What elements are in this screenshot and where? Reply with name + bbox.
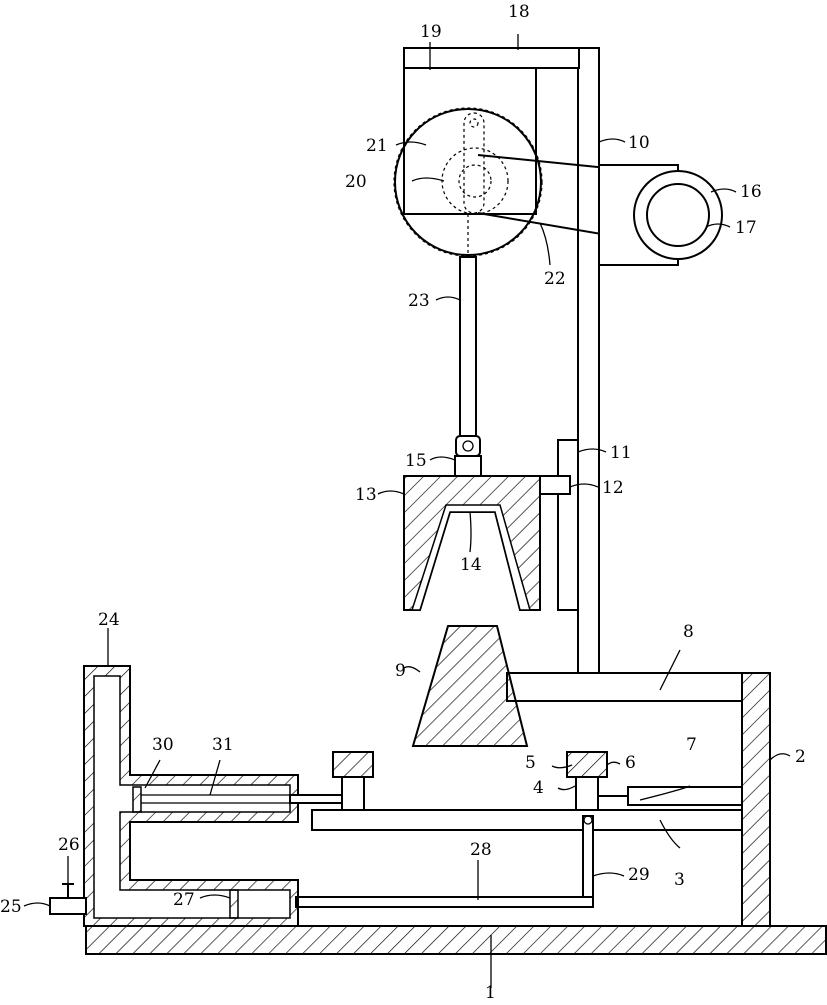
label-14: 14 bbox=[460, 555, 482, 575]
leader-lines bbox=[23, 34, 791, 988]
rod-end bbox=[455, 435, 481, 457]
label-12: 12 bbox=[602, 478, 624, 498]
label-28: 28 bbox=[470, 840, 492, 860]
base-plate bbox=[85, 925, 827, 955]
vertical-link bbox=[582, 815, 594, 907]
top-table bbox=[506, 672, 743, 702]
label-19: 19 bbox=[420, 22, 442, 42]
rod-connector bbox=[454, 455, 482, 477]
label-15: 15 bbox=[405, 451, 427, 471]
horizontal-link bbox=[295, 896, 594, 908]
connecting-rod bbox=[459, 256, 477, 446]
l-shaped-channel bbox=[93, 675, 291, 919]
label-10: 10 bbox=[628, 133, 650, 153]
lower-piston-head bbox=[229, 889, 239, 919]
label-22: 22 bbox=[544, 269, 566, 289]
label-20: 20 bbox=[345, 172, 367, 192]
label-21: 21 bbox=[366, 136, 388, 156]
vertical-column bbox=[577, 47, 600, 674]
guide-rail bbox=[557, 439, 579, 611]
slide-rail bbox=[311, 809, 743, 831]
label-7: 7 bbox=[686, 735, 697, 755]
hub-inner bbox=[458, 164, 492, 198]
label-26: 26 bbox=[58, 835, 80, 855]
motor-pulley-inner bbox=[646, 183, 710, 247]
right-wall bbox=[741, 672, 771, 927]
upper-piston-rod bbox=[289, 794, 343, 804]
label-30: 30 bbox=[152, 735, 174, 755]
label-3: 3 bbox=[674, 870, 685, 890]
label-29: 29 bbox=[628, 865, 650, 885]
label-1: 1 bbox=[485, 983, 496, 1000]
label-8: 8 bbox=[683, 622, 694, 642]
label-2: 2 bbox=[795, 747, 806, 767]
label-23: 23 bbox=[408, 291, 430, 311]
right-clamp-block bbox=[566, 751, 608, 778]
crank-slot bbox=[463, 112, 485, 214]
left-clamp-block bbox=[332, 751, 374, 778]
right-cylinder bbox=[627, 786, 743, 806]
label-9: 9 bbox=[395, 661, 406, 681]
label-6: 6 bbox=[625, 753, 636, 773]
label-13: 13 bbox=[355, 485, 377, 505]
inlet-pipe bbox=[49, 897, 87, 915]
motor-housing bbox=[403, 67, 537, 215]
upper-piston-head bbox=[132, 786, 142, 813]
label-16: 16 bbox=[740, 182, 762, 202]
label-24: 24 bbox=[98, 610, 120, 630]
slider bbox=[539, 475, 571, 495]
workpiece bbox=[411, 625, 529, 747]
label-11: 11 bbox=[610, 443, 632, 463]
label-18: 18 bbox=[508, 2, 530, 22]
label-17: 17 bbox=[735, 218, 757, 238]
label-5: 5 bbox=[525, 753, 536, 773]
label-31: 31 bbox=[212, 735, 234, 755]
label-27: 27 bbox=[173, 890, 195, 910]
label-25: 25 bbox=[0, 897, 22, 917]
label-4: 4 bbox=[533, 778, 544, 798]
big-wheel bbox=[394, 108, 542, 256]
die-cavity bbox=[410, 504, 531, 611]
